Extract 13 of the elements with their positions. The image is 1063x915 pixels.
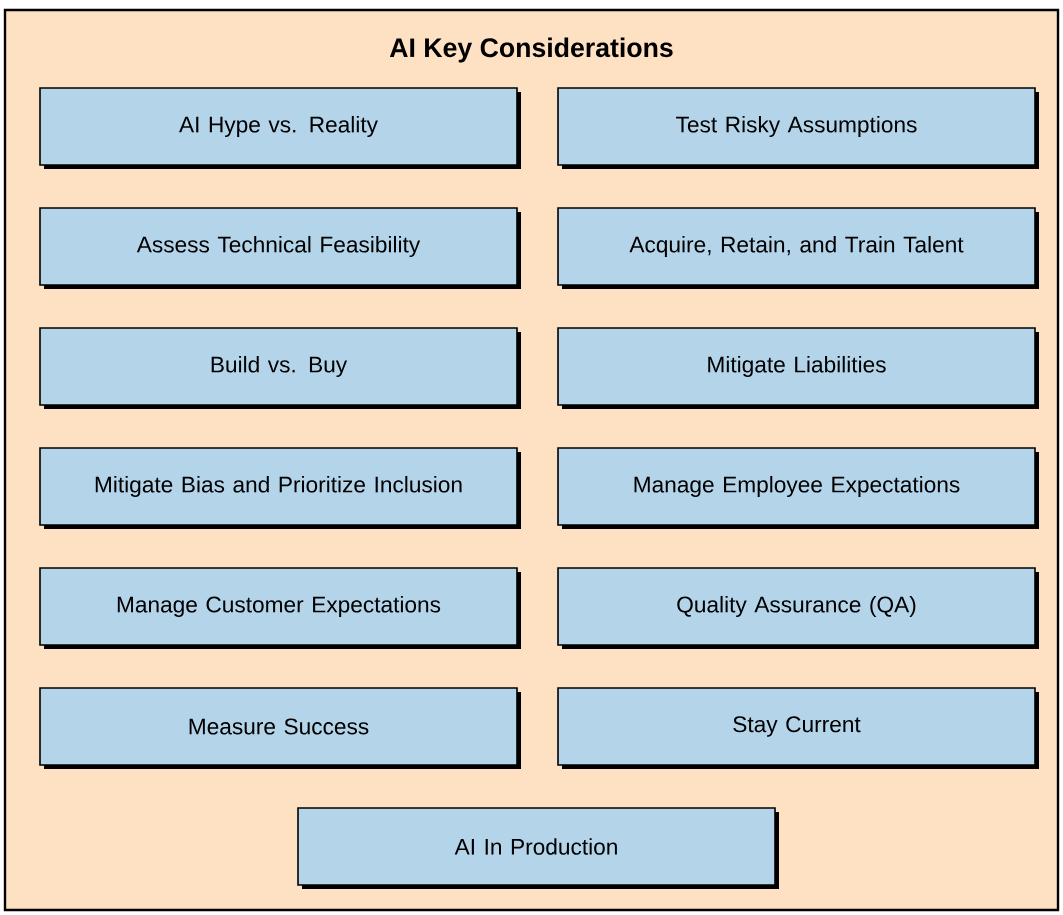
consideration-box: AI Hype vs. Reality [39,87,521,169]
consideration-box: Measure Success [39,687,521,769]
consideration-box: Mitigate Bias and Prioritize Inclusion [39,447,521,529]
consideration-box: Test Risky Assumptions [557,87,1039,169]
consideration-box: Stay Current [557,687,1039,769]
consideration-box: Build vs. Buy [39,327,521,409]
consideration-box: AI In Production [297,807,779,889]
consideration-box: Acquire, Retain, and Train Talent [557,207,1039,289]
consideration-box: Quality Assurance (QA) [557,567,1039,649]
consideration-box: Manage Employee Expectations [557,447,1039,529]
consideration-box: Assess Technical Feasibility [39,207,521,289]
consideration-box: Manage Customer Expectations [39,567,521,649]
consideration-box: Mitigate Liabilities [557,327,1039,409]
